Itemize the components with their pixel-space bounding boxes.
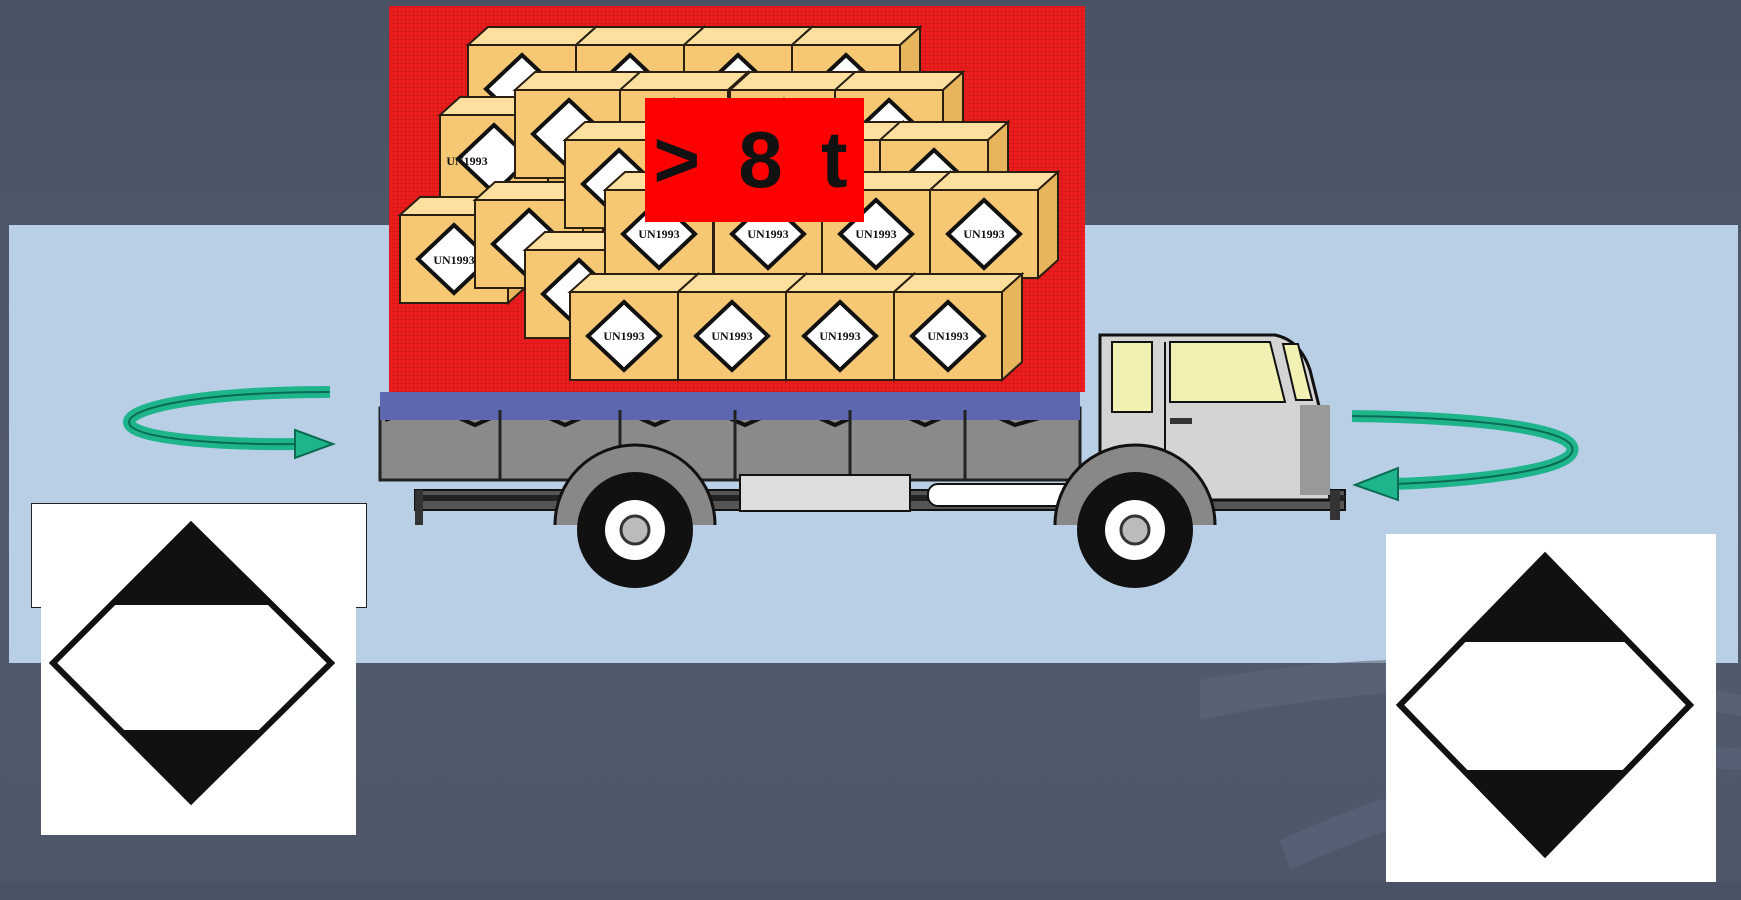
box-label: UN1993 [433,253,474,267]
box-label: UN1993 [603,329,644,343]
box-label: UN1993 [711,329,752,343]
box-label: UN1993 [819,329,860,343]
placard-left [41,505,356,835]
box-label: UN1993 [638,227,679,241]
box-label: UN1993 [747,227,788,241]
limited-quantity-placard-icon [1386,534,1716,882]
rotation-arrow-left-icon [129,392,333,458]
placard-right [1386,534,1716,882]
box-label: UN1993 [963,227,1004,241]
limited-quantity-placard-icon [41,505,356,835]
weight-badge: > 8 t [645,98,864,222]
box-label: UN1993 [446,154,487,168]
rotation-arrow-right-icon [1352,416,1573,500]
box-label: UN1993 [855,227,896,241]
box-label: UN1993 [927,329,968,343]
